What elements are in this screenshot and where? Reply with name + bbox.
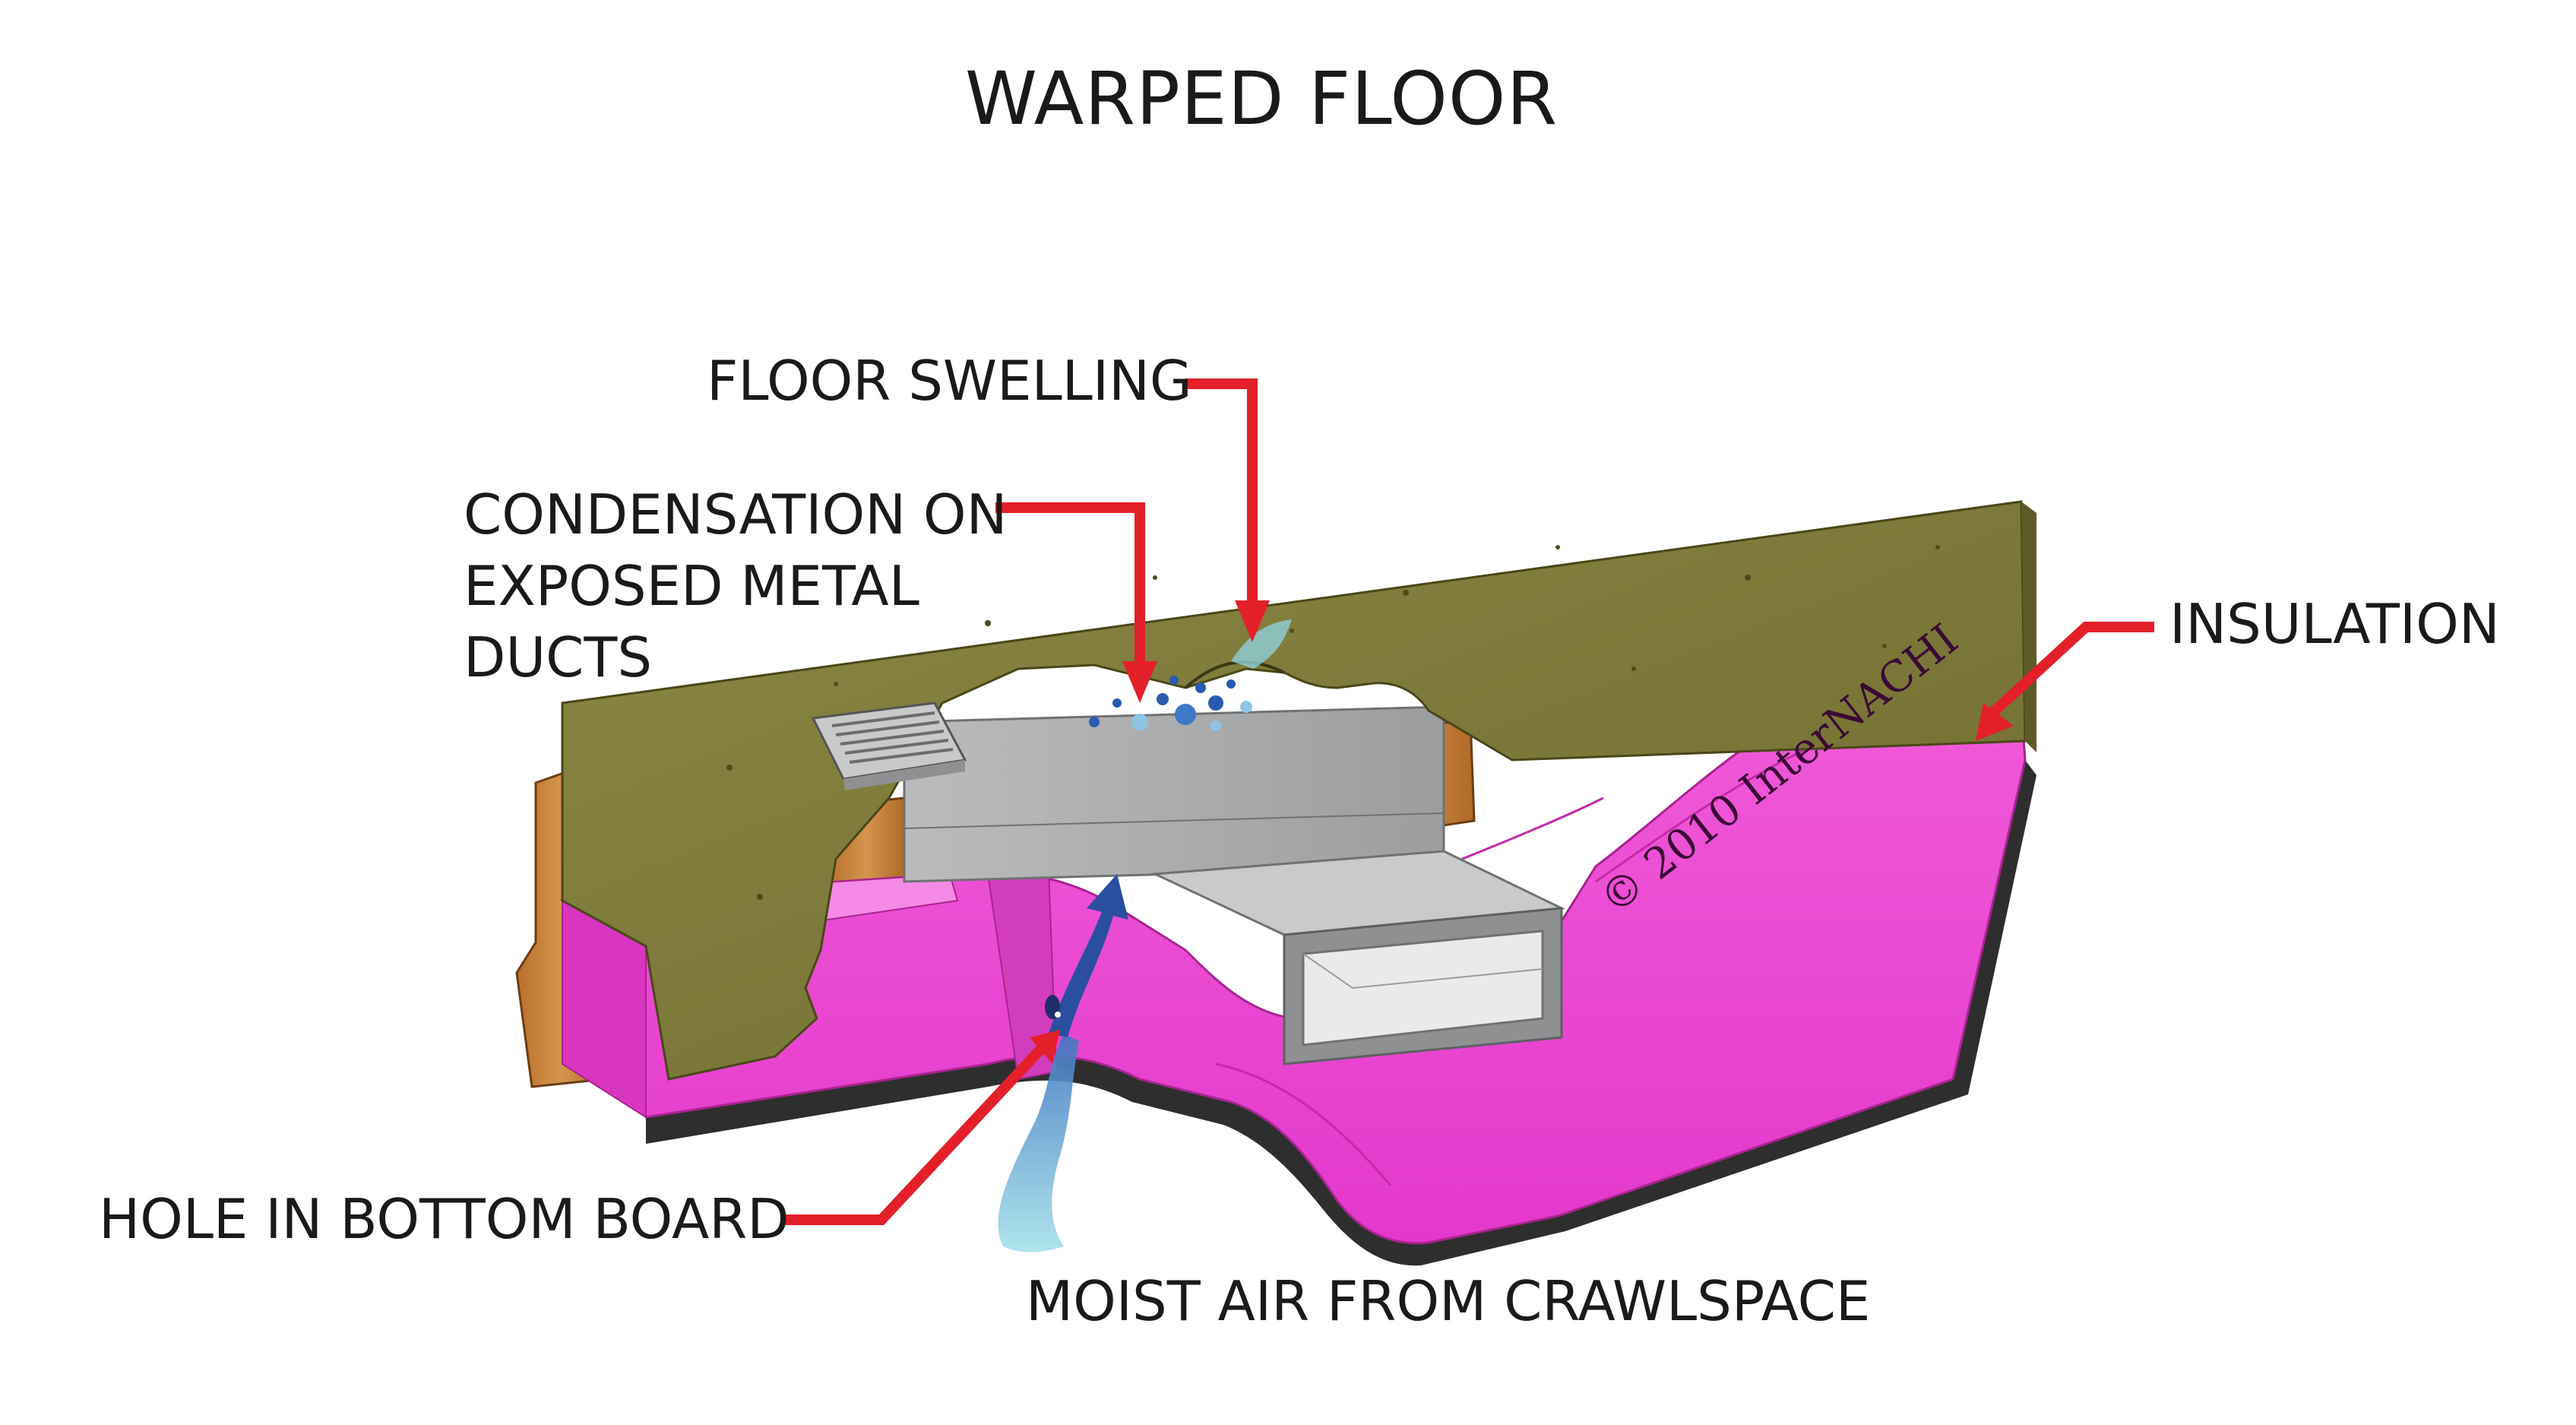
arrow-insulation (1987, 622, 2154, 719)
diagram-title: WARPED FLOOR (965, 56, 1559, 141)
arrowhead-condensation (1122, 661, 1157, 703)
arrow-hole (783, 1045, 1046, 1225)
label-hole-in-bottom-board: HOLE IN BOTTOM BOARD (99, 1187, 790, 1251)
floor-register-grille (811, 701, 967, 790)
arrowhead-insulation (1976, 703, 2014, 741)
arrow-condensation (995, 502, 1145, 669)
label-condensation: CONDENSATION ON EXPOSED METAL DUCTS (464, 483, 1008, 689)
label-moist-air: MOIST AIR FROM CRAWLSPACE (1026, 1269, 1871, 1333)
callout-arrows (783, 378, 2154, 1225)
arrowhead-hole (1030, 1030, 1060, 1064)
label-floor-swelling: FLOOR SWELLING (707, 349, 1192, 413)
arrowhead-floor-swelling (1235, 600, 1270, 642)
condensation-droplets (1089, 673, 1252, 731)
vapor-wisp (1231, 619, 1292, 669)
label-insulation: INSULATION (2169, 592, 2500, 656)
moist-air-flow (998, 874, 1128, 1252)
arrow-floor-swelling (1185, 378, 1258, 608)
metal-duct (903, 705, 1566, 1066)
